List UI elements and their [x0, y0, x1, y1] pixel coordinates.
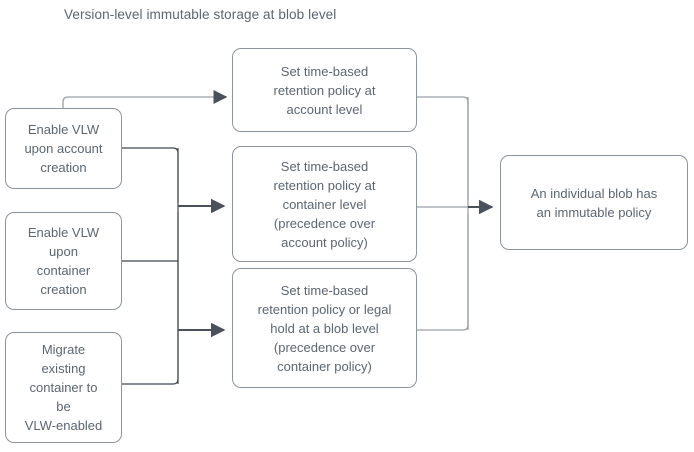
- diagram-title: Version-level immutable storage at blob …: [64, 7, 337, 22]
- node-enable-vlw-upon-account-creation[interactable]: Enable VLW upon account creation: [5, 108, 122, 189]
- node-retention-policy-or-legal-hold-blob-level[interactable]: Set time-based retention policy or legal…: [232, 268, 417, 388]
- node-retention-policy-account-level[interactable]: Set time-based retention policy at accou…: [232, 48, 417, 132]
- node-label: Migrate existing container to be VLW-ena…: [24, 342, 103, 433]
- node-label: Set time-based retention policy or legal…: [257, 282, 392, 374]
- node-migrate-existing-container[interactable]: Migrate existing container to be VLW-ena…: [5, 332, 122, 443]
- edge-policies-trunk: [417, 96, 469, 331]
- node-label: Set time-based retention policy at conta…: [273, 158, 376, 250]
- edge-sources-trunk: [122, 147, 179, 385]
- node-label: An individual blob has an immutable poli…: [530, 185, 658, 220]
- node-label: Enable VLW upon account creation: [24, 122, 103, 175]
- node-individual-blob-has-immutable-policy[interactable]: An individual blob has an immutable poli…: [500, 155, 688, 250]
- node-label: Set time-based retention policy at accou…: [273, 63, 376, 117]
- node-enable-vlw-upon-container-creation[interactable]: Enable VLW upon container creation: [5, 212, 122, 310]
- node-label: Enable VLW upon container creation: [27, 225, 100, 297]
- edge-account-to-retention-account: [62, 90, 228, 108]
- node-retention-policy-container-level[interactable]: Set time-based retention policy at conta…: [232, 146, 417, 262]
